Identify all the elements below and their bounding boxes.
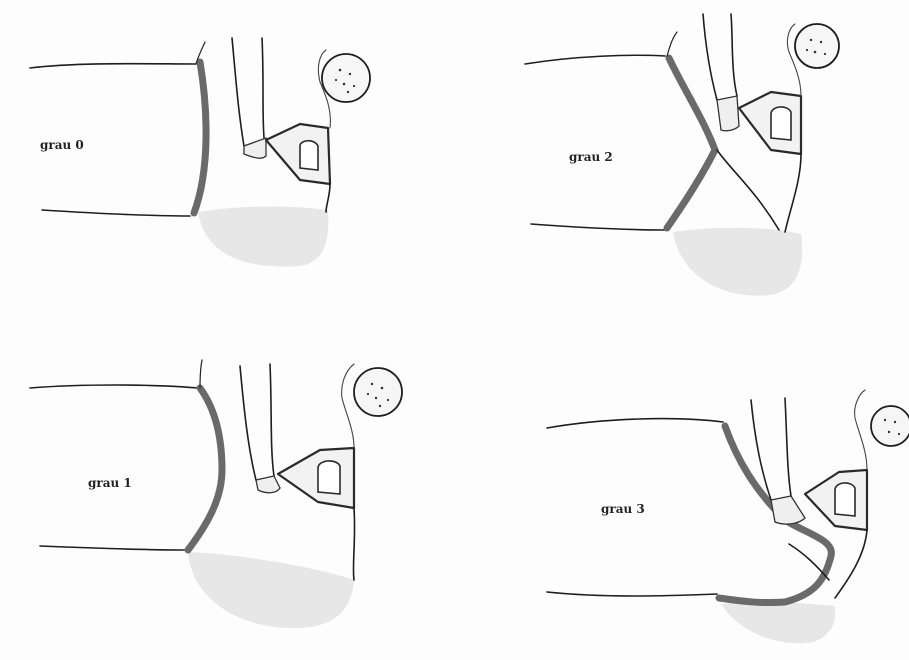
- diagram-grau-3: [455, 330, 909, 660]
- diagram-grau-1: [0, 330, 454, 660]
- panel-grau-3: grau 3: [455, 330, 909, 660]
- diagram-grau-0: [0, 0, 454, 330]
- panel-label: grau 1: [88, 476, 132, 490]
- panel-grau-2: grau 2: [455, 0, 909, 330]
- panel-label: grau 3: [601, 502, 645, 516]
- panel-label: grau 2: [569, 150, 613, 164]
- panel-grau-0: grau 0: [0, 0, 454, 330]
- panel-label: grau 0: [40, 138, 84, 152]
- panel-grau-1: grau 1: [0, 330, 454, 660]
- diagram-grau-2: [455, 0, 909, 330]
